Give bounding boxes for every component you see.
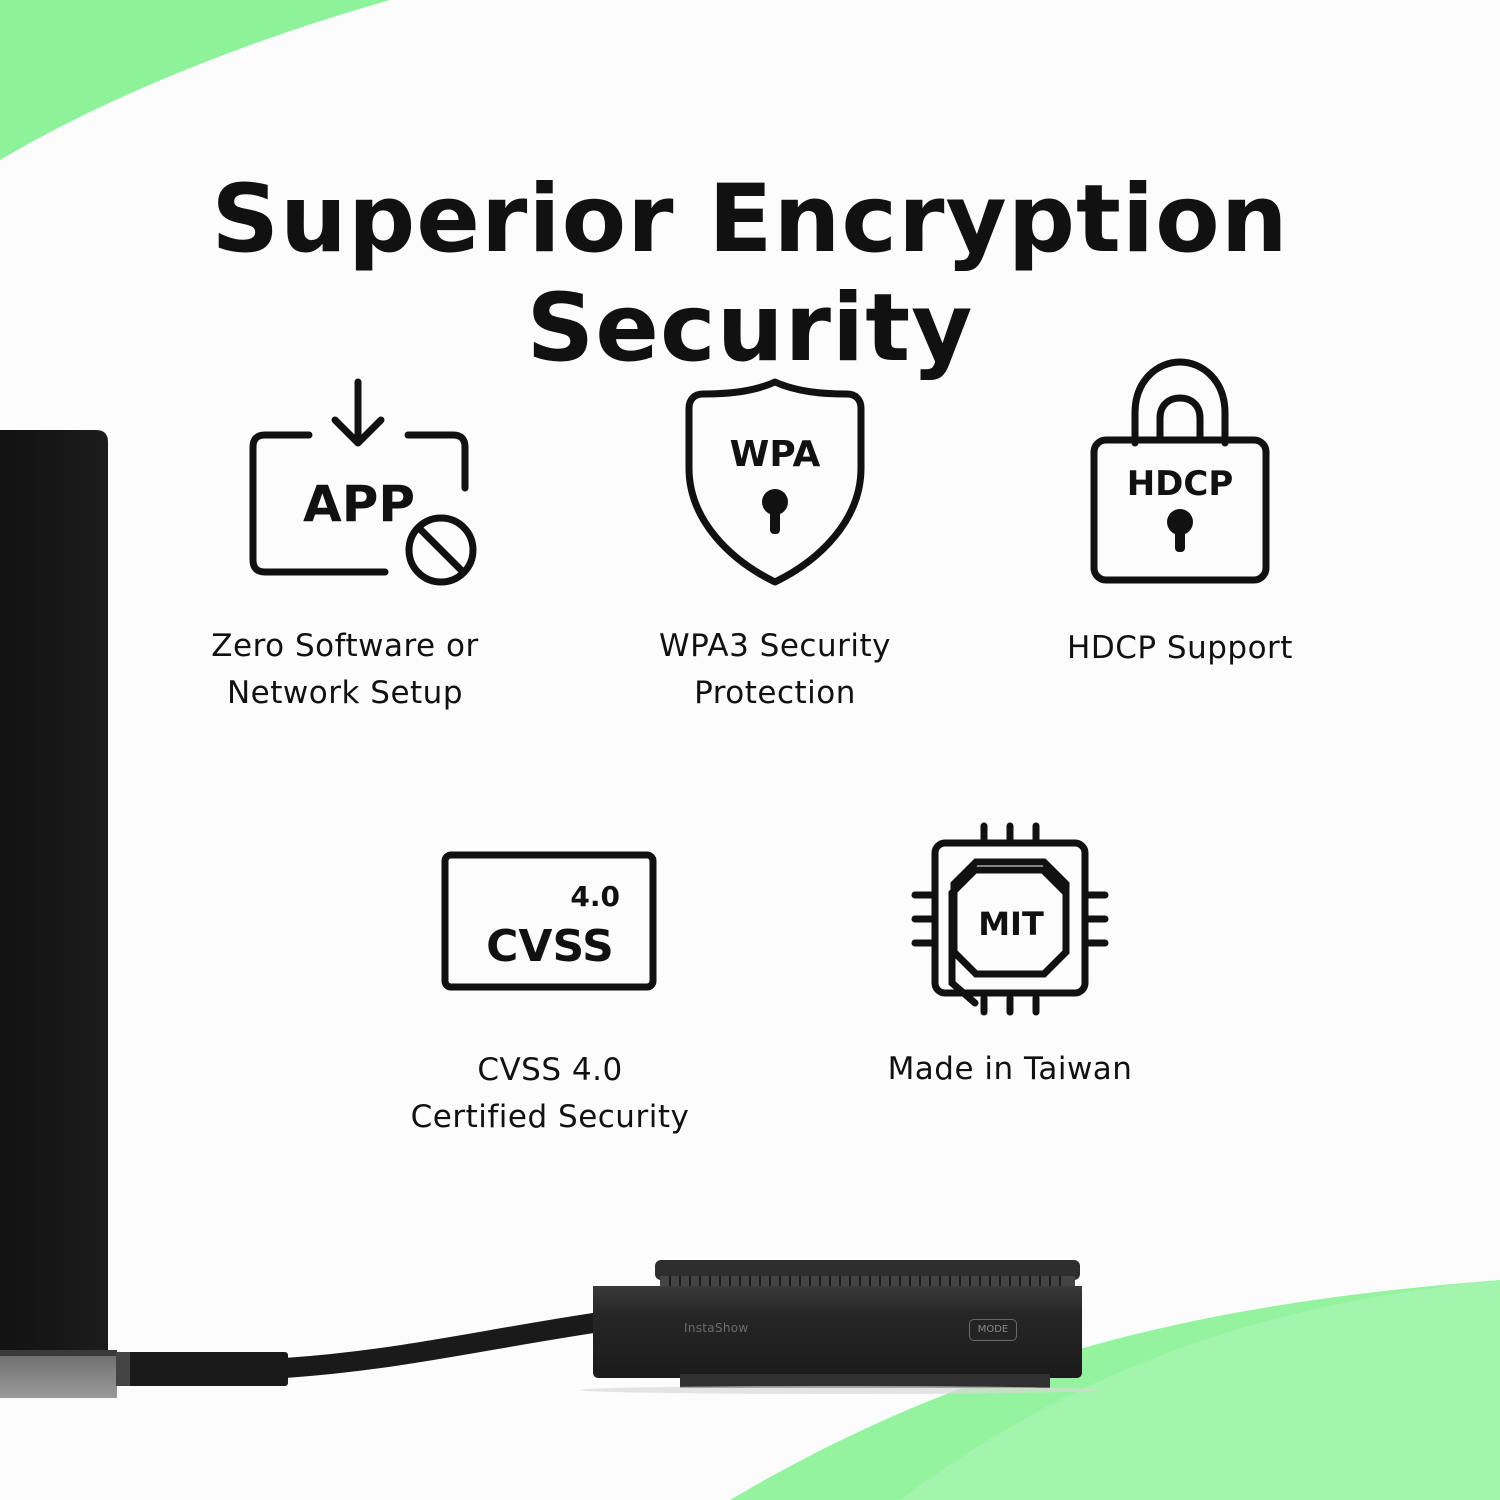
wpa-icon-text: WPA	[730, 434, 821, 475]
feature-made-in-taiwan: MIT Made in Taiwan	[860, 818, 1160, 1093]
green-blob-top	[0, 0, 390, 160]
feature-label: HDCP Support	[1067, 630, 1293, 666]
green-blob-bottom	[730, 1280, 1500, 1500]
laptop-base	[0, 1350, 117, 1398]
cvss-icon-text: CVSS	[486, 921, 614, 972]
transmitter-top	[655, 1260, 1080, 1280]
app-download-blocked-icon: APP	[249, 378, 477, 586]
feature-label: Zero Software or Network Setup	[211, 628, 479, 711]
app-icon-text: APP	[303, 475, 415, 533]
feature-hdcp: HDCP HDCP Support	[1030, 355, 1330, 672]
hdcp-icon-text: HDCP	[1127, 464, 1234, 504]
feature-label: CVSS 4.0 Certified Security	[410, 1052, 690, 1135]
device-brand-label: InstaShow	[684, 1321, 749, 1335]
shield-keyhole-icon: WPA	[685, 378, 865, 586]
cvss-version-text: 4.0	[570, 880, 620, 913]
laptop-screen	[0, 430, 108, 1350]
feature-wpa3: WPA WPA3 Security Protection	[625, 370, 925, 717]
mit-icon-text: MIT	[978, 905, 1044, 943]
padlock-keyhole-icon: HDCP	[1090, 358, 1270, 584]
chip-icon: MIT	[911, 822, 1109, 1016]
usb-plug	[116, 1352, 288, 1386]
feature-label: WPA3 Security Protection	[659, 628, 891, 711]
page-title: Superior Encryption Security	[211, 165, 1289, 383]
feature-zero-software: APP Zero Software or Network Setup	[180, 370, 510, 717]
certificate-badge-icon: 4.0 CVSS	[441, 851, 657, 991]
feature-cvss: 4.0 CVSS CVSS 4.0 Certified Security	[390, 848, 710, 1141]
cable	[275, 1312, 610, 1378]
feature-label: Made in Taiwan	[887, 1051, 1133, 1087]
green-blob-bottom-fade	[900, 1280, 1500, 1500]
mode-button[interactable]: MODE	[969, 1319, 1017, 1341]
